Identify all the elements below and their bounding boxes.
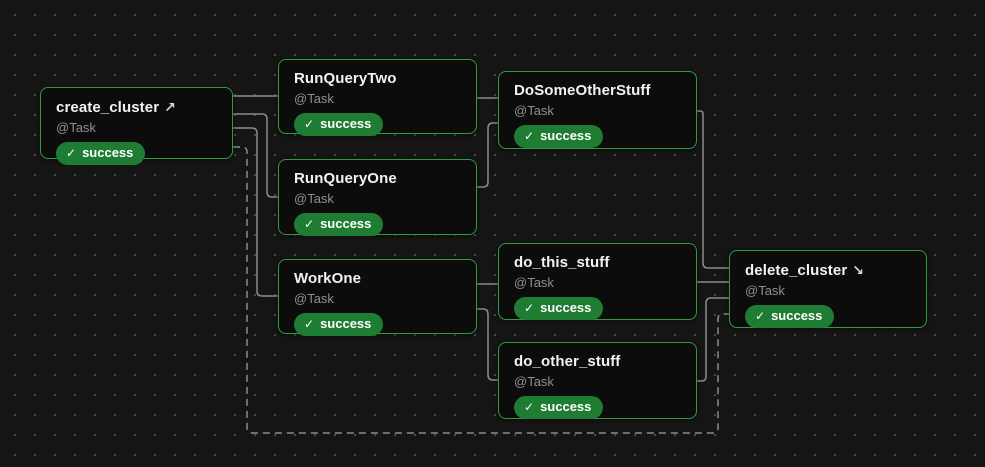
task-decorator-label: @Task [514,103,554,118]
check-icon: ✓ [524,400,535,414]
edge-create_cluster-to-RunQueryOne [233,113,278,198]
status-badge: ✓ success [294,113,384,136]
status-label: success [540,399,592,414]
status-label: success [320,316,372,331]
task-decorator-label: @Task [514,275,554,290]
check-icon: ✓ [304,317,315,331]
check-icon: ✓ [66,146,77,160]
task-decorator-label: @Task [294,91,334,106]
task-decorator-label: @Task [294,191,334,206]
status-label: success [540,300,592,315]
status-label: success [771,308,823,323]
status-badge: ✓ success [514,396,604,419]
task-title-text: DoSomeOtherStuff [514,82,651,99]
edge-DoSomeOtherStuff-to-delete_cluster [697,110,729,269]
check-icon: ✓ [304,117,315,131]
status-badge: ✓ success [294,313,384,336]
task-node-DoSomeOtherStuff[interactable]: DoSomeOtherStuff @Task ✓ success [498,71,697,149]
task-title: delete_cluster↘ [745,260,911,281]
task-title-text: create_cluster [56,99,160,116]
task-title-text: WorkOne [294,270,362,287]
task-node-RunQueryTwo[interactable]: RunQueryTwo @Task ✓ success [278,59,477,136]
task-title-text: do_this_stuff [514,254,610,271]
status-label: success [540,128,592,143]
edge-RunQueryOne-to-DoSomeOtherStuff [477,122,498,188]
task-decorator-label: @Task [745,283,785,298]
task-title: do_this_stuff [514,253,681,273]
task-title: create_cluster↗ [56,97,217,118]
task-title: DoSomeOtherStuff [514,81,681,101]
check-icon: ✓ [304,217,315,231]
task-node-RunQueryOne[interactable]: RunQueryOne @Task ✓ success [278,159,477,236]
task-title-text: RunQueryOne [294,170,397,187]
task-node-do_this_stuff[interactable]: do_this_stuff @Task ✓ success [498,243,697,320]
task-title: RunQueryOne [294,169,461,189]
edge-create_cluster-to-delete_cluster [233,146,729,434]
task-node-delete_cluster[interactable]: delete_cluster↘ @Task ✓ success [729,250,927,328]
task-decorator-label: @Task [56,120,96,135]
task-node-WorkOne[interactable]: WorkOne @Task ✓ success [278,259,477,336]
status-label: success [320,216,372,231]
check-icon: ✓ [524,129,535,143]
status-badge: ✓ success [56,142,146,165]
task-title-text: do_other_stuff [514,353,621,370]
status-badge: ✓ success [514,297,604,320]
status-badge: ✓ success [514,125,604,148]
task-title: RunQueryTwo [294,69,461,89]
status-badge: ✓ success [745,305,835,328]
check-icon: ✓ [524,301,535,315]
arrow-down-right-icon: ↘ [852,262,865,278]
edge-do_other_stuff-to-delete_cluster [697,297,729,382]
task-title-text: delete_cluster [745,262,848,279]
task-decorator-label: @Task [294,291,334,306]
task-decorator-label: @Task [514,374,554,389]
arrow-up-right-icon: ↗ [164,99,176,115]
edge-create_cluster-to-WorkOne [233,127,278,297]
status-badge: ✓ success [294,213,384,236]
check-icon: ✓ [755,309,766,323]
edge-WorkOne-to-do_other_stuff [477,308,498,381]
task-title: do_other_stuff [514,352,681,372]
status-label: success [320,116,372,131]
task-node-do_other_stuff[interactable]: do_other_stuff @Task ✓ success [498,342,697,419]
task-title: WorkOne [294,269,461,289]
status-label: success [82,145,134,160]
task-title-text: RunQueryTwo [294,70,397,87]
task-node-create_cluster[interactable]: create_cluster↗ @Task ✓ success [40,87,233,165]
